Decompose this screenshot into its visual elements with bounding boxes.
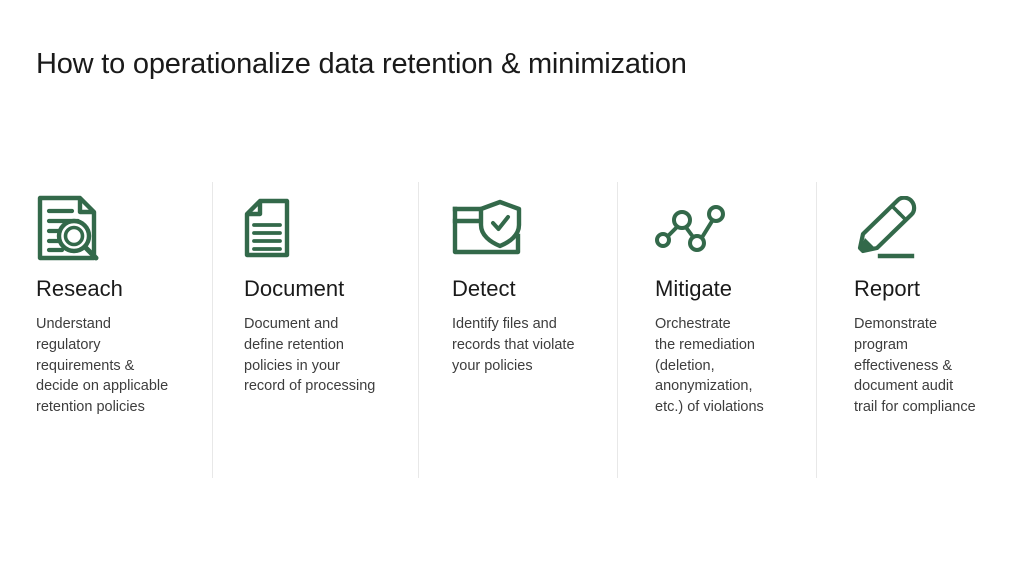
node-graph-icon: [655, 182, 806, 274]
step-description: Orchestrate the remediation (deletion, a…: [655, 316, 764, 416]
step-heading: Mitigate: [655, 276, 733, 301]
step-heading: Document: [244, 276, 345, 301]
document-lines-icon: [244, 182, 408, 274]
step-description: Demonstrate program effectiveness & docu…: [854, 316, 976, 416]
pencil-underline-icon: [854, 182, 1014, 274]
step-description: Identify files and records that violate …: [452, 316, 575, 374]
process-step-document[interactable]: Document Document and define retention p…: [212, 182, 418, 478]
process-step-mitigate[interactable]: Mitigate Orchestrate the remediation (de…: [617, 182, 816, 478]
process-step-report[interactable]: Report Demonstrate program effectiveness…: [816, 182, 1024, 478]
process-step-detect[interactable]: Detect Identify files and records that v…: [418, 182, 617, 478]
page-title: How to operationalize data retention & m…: [36, 48, 687, 80]
step-heading: Reseach: [36, 276, 123, 301]
step-heading: Report: [854, 276, 921, 301]
process-step-research[interactable]: Reseach Understand regulatory requiremen…: [0, 182, 212, 478]
step-description: Document and define retention policies i…: [244, 316, 376, 395]
process-steps-row: Reseach Understand regulatory requiremen…: [0, 182, 1024, 478]
document-magnifier-icon: [36, 182, 202, 274]
folder-shield-check-icon: [452, 182, 607, 274]
step-description: Understand regulatory requirements & dec…: [36, 316, 169, 416]
step-heading: Detect: [452, 276, 516, 301]
